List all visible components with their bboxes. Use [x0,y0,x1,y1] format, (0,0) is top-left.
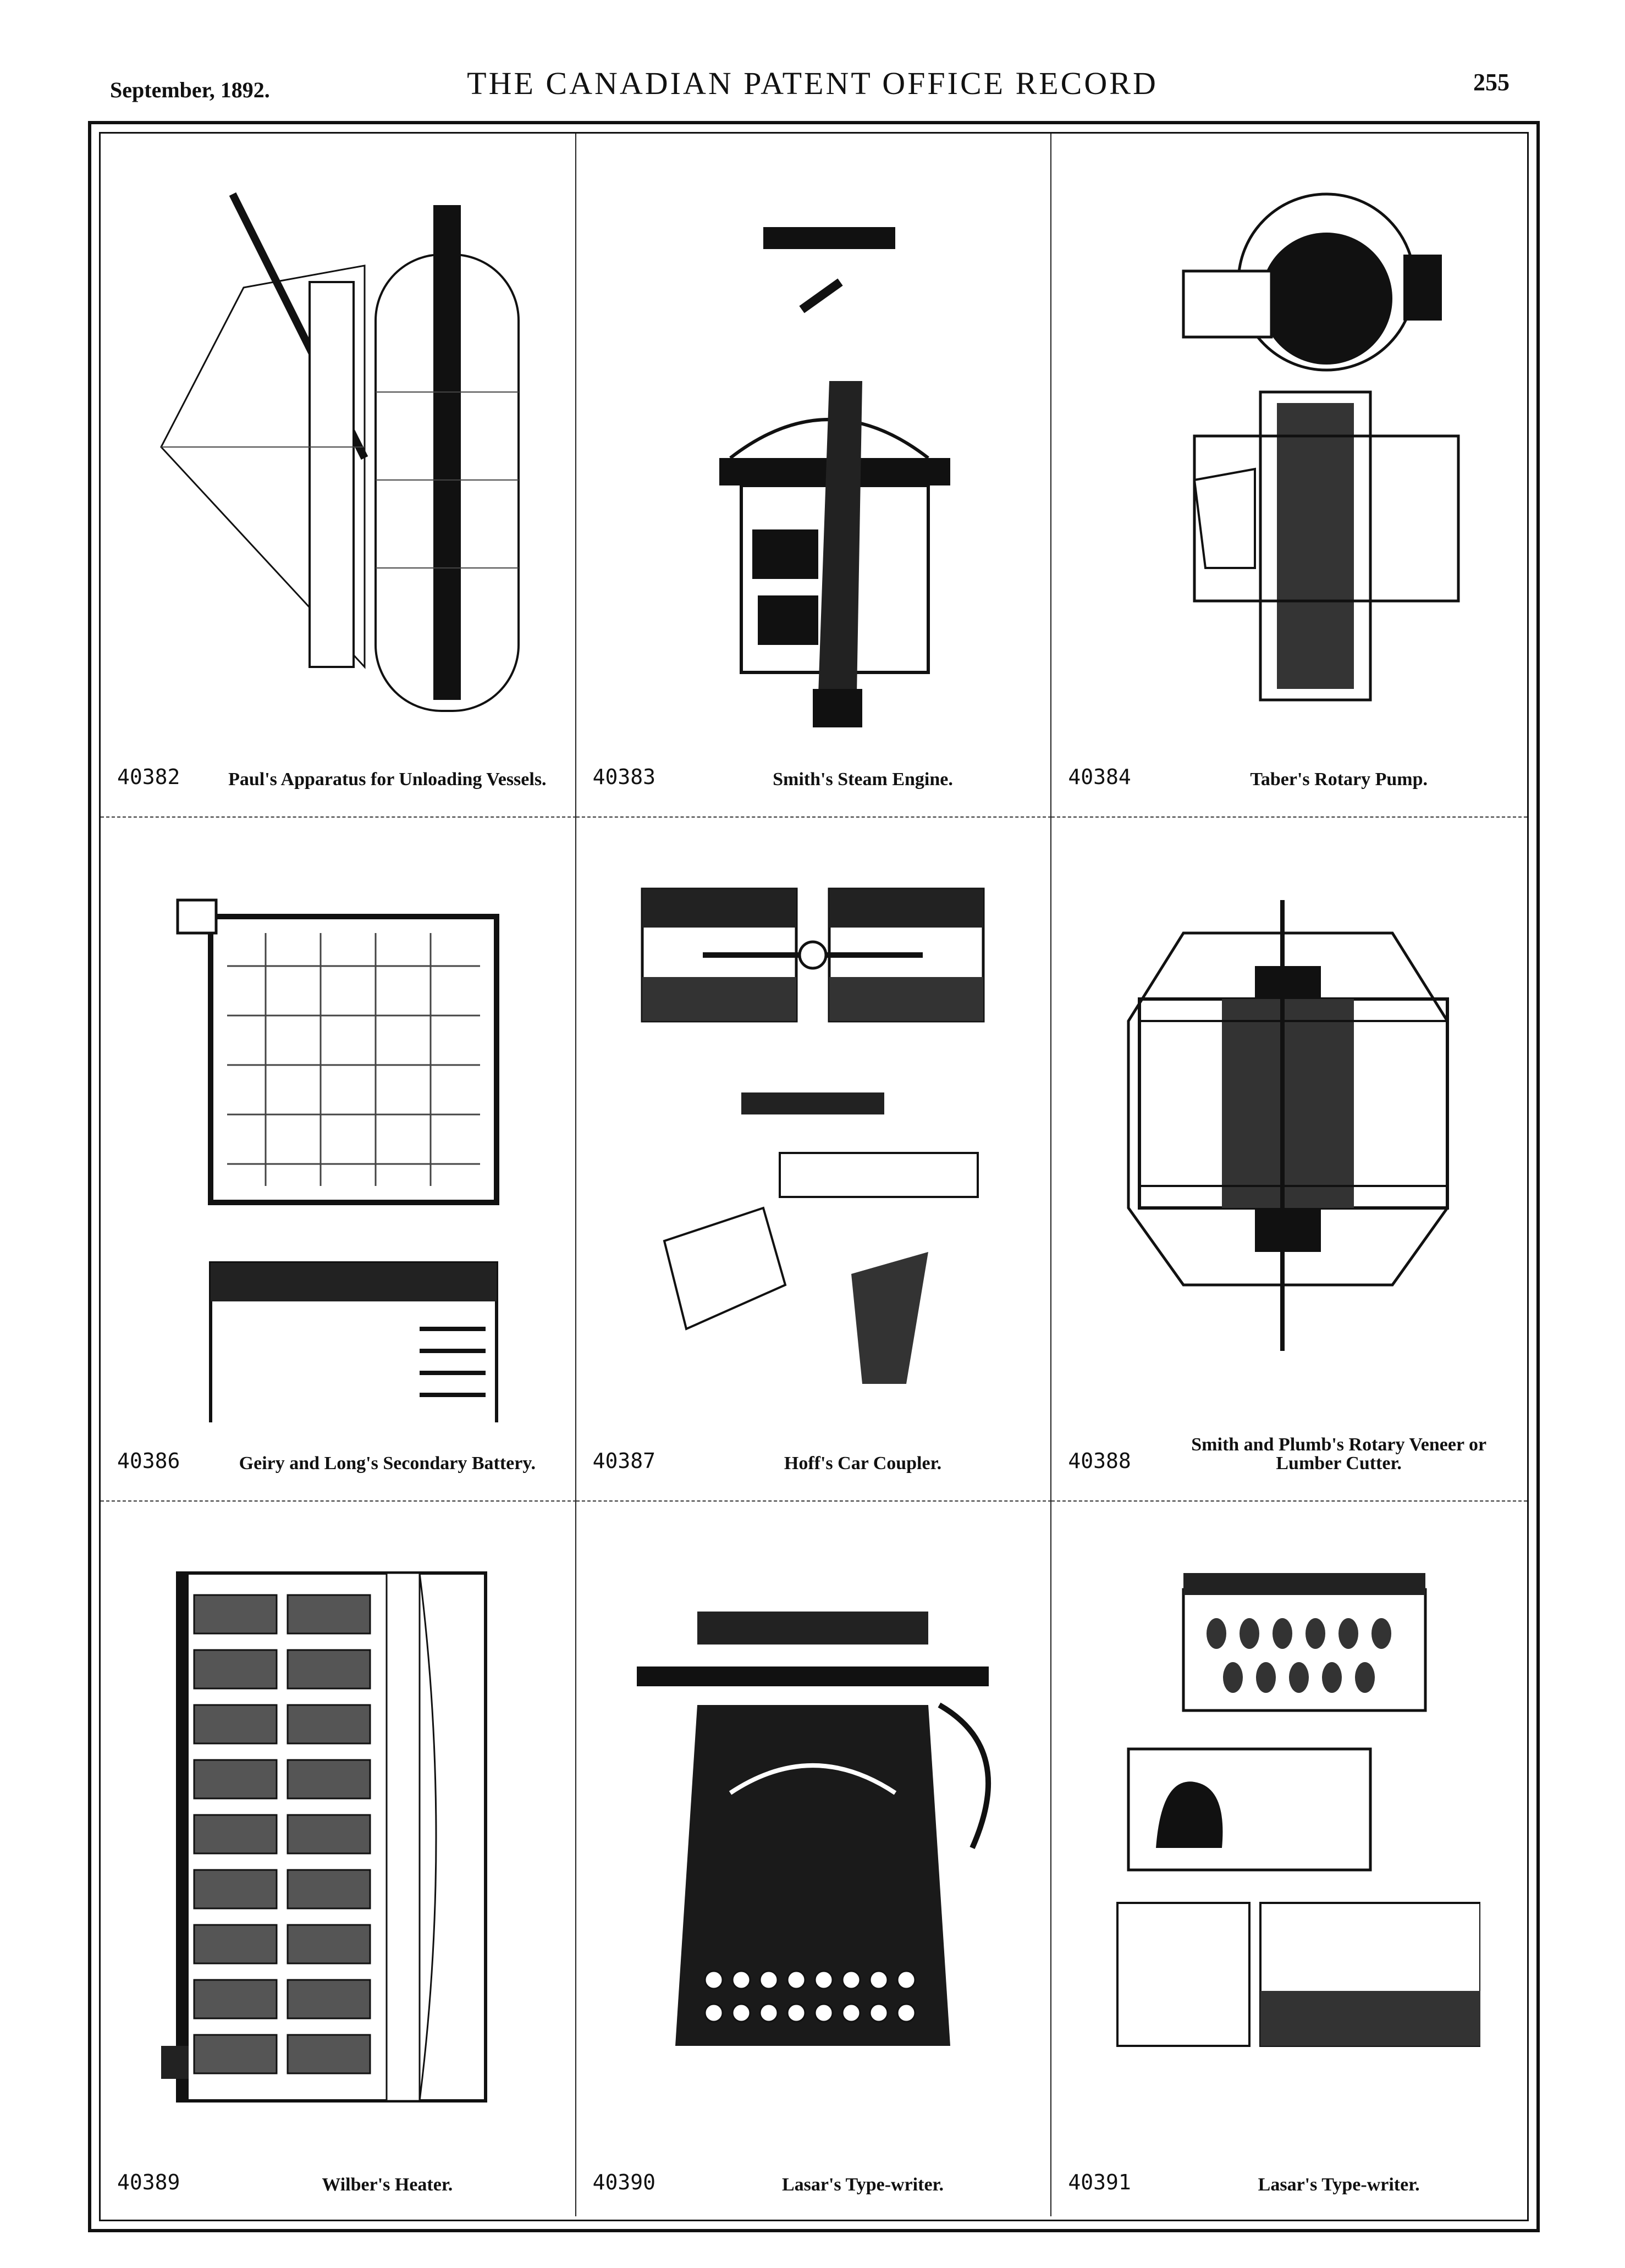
page-title: THE CANADIAN PATENT OFFICE RECORD [467,65,1158,101]
patent-title: Hoff's Car Coupler. [784,1453,942,1474]
caption-40383: 40383 Smith's Steam Engine. [593,765,1034,789]
patent-cell-40391: 40391 Lasar's Type-writer. [1051,1502,1527,2216]
patent-number: 40384 [1068,765,1131,789]
patent-cell-40383: 40383 Smith's Steam Engine. [576,134,1052,818]
drawing-heater [145,1540,530,2106]
drawing-type-writer-40390 [620,1540,1005,2106]
inner-rule [99,132,1529,2221]
patent-title: Lasar's Type-writer. [1258,2175,1420,2195]
patent-title: Geiry and Long's Secondary Battery. [239,1453,536,1474]
drawing-car-coupler [620,856,1005,1422]
patent-number: 40383 [592,765,656,789]
caption-40389: 40389 Wilber's Heater. [117,2170,559,2194]
patent-title: Smith's Steam Engine. [773,769,953,790]
drawing-secondary-battery [145,856,530,1430]
patent-cell-40382: 40382 Paul's Apparatus for Unloading Ves… [101,134,576,818]
page-number: 255 [1473,69,1510,96]
patent-title: Taber's Rotary Pump. [1250,769,1428,790]
caption-40384: 40384 Taber's Rotary Pump. [1068,765,1511,789]
patent-title: Smith and Plumb's Rotary Veneer or Lumbe… [1191,1434,1487,1474]
patent-title: Lasar's Type-writer. [781,2175,944,2195]
caption-40390: 40390 Lasar's Type-writer. [593,2170,1034,2194]
patent-grid: 40382 Paul's Apparatus for Unloading Ves… [101,134,1527,2220]
patent-number: 40386 [117,1449,180,1473]
patent-number: 40388 [1068,1449,1131,1473]
patent-cell-40386: 40386 Geiry and Long's Secondary Battery… [101,818,576,1502]
patent-title: Wilber's Heater. [322,2175,453,2195]
caption-40382: 40382 Paul's Apparatus for Unloading Ves… [117,765,559,789]
patent-number: 40391 [1068,2170,1131,2194]
drawing-rotary-pump [1095,172,1480,738]
patent-number: 40387 [592,1449,656,1473]
patent-cell-40387: 40387 Hoff's Car Coupler. [576,818,1052,1502]
patent-number: 40382 [117,765,180,789]
patent-cell-40388: 40388 Smith and Plumb's Rotary Veneer or… [1051,818,1527,1502]
caption-40386: 40386 Geiry and Long's Secondary Battery… [117,1449,559,1473]
drawing-type-writer-40391 [1095,1540,1482,2106]
patent-number: 40389 [117,2170,180,2194]
patent-cell-40390: 40390 Lasar's Type-writer. [576,1502,1052,2216]
caption-40388: 40388 Smith and Plumb's Rotary Veneer or… [1068,1434,1511,1474]
caption-40387: 40387 Hoff's Car Coupler. [593,1449,1034,1473]
drawing-veneer-cutter [1095,856,1480,1422]
caption-40391: 40391 Lasar's Type-writer. [1068,2170,1511,2194]
drawing-unloading-vessels [145,172,530,738]
patent-number: 40390 [592,2170,656,2194]
patent-cell-40384: 40384 Taber's Rotary Pump. [1051,134,1527,818]
patent-cell-40389: 40389 Wilber's Heater. [101,1502,576,2216]
patent-title: Paul's Apparatus for Unloading Vessels. [228,769,547,790]
drawing-steam-engine [620,172,1005,738]
patent-plate-frame: 40382 Paul's Apparatus for Unloading Ves… [88,121,1540,2232]
header-date: September, 1892. [110,78,270,102]
